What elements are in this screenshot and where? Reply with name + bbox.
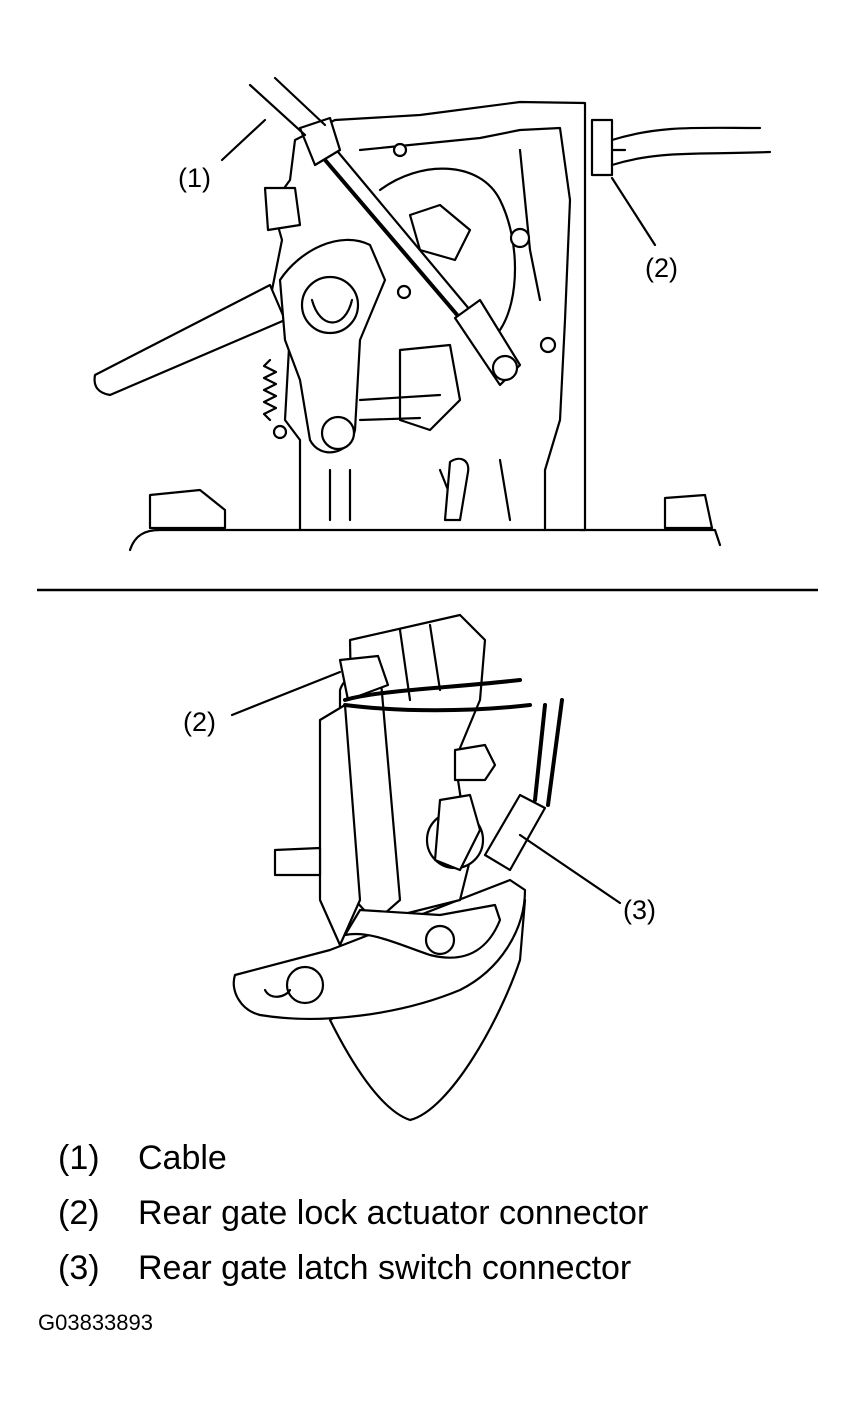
callout-latch-switch-connector: (3) [623,895,656,925]
legend-label: Cable [138,1139,227,1177]
bottom-latch-assembly [230,613,622,1122]
legend-label: Rear gate lock actuator connector [138,1194,649,1232]
callout-actuator-connector-bottom: (2) [183,707,216,737]
figure-id: G03833893 [38,1310,153,1335]
legend-number: (2) [58,1194,100,1232]
legend-number: (1) [58,1139,100,1177]
callout-actuator-connector-top: (2) [645,253,678,283]
legend-number: (3) [58,1249,100,1287]
top-latch-assembly [93,76,772,552]
callout-cable-top: (1) [178,163,211,193]
legend-label: Rear gate latch switch connector [138,1249,632,1287]
